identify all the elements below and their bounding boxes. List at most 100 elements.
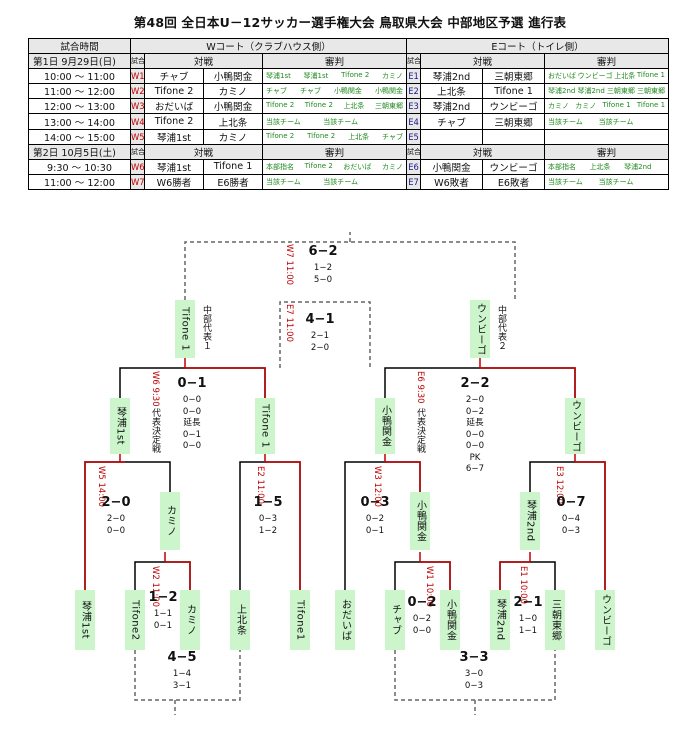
score-w4: 4−5 [167, 650, 197, 665]
score-e4: 3−3 [459, 650, 489, 665]
match-label-e3: E3 12:00 [554, 466, 564, 504]
referee: 琴浦2nd [548, 87, 576, 96]
team-box: おだいば [335, 590, 355, 650]
referee: 小鴨関金 [374, 87, 403, 96]
referee: 当該チーム [548, 117, 583, 126]
team-box: Tifone1 [290, 590, 310, 650]
score-e6: 2−2 [460, 376, 490, 391]
w-match-no: W1 [130, 68, 145, 85]
team-box: 三朝東郷 [545, 590, 565, 650]
team-box-unbigo-mid: ウンビーゴ [565, 398, 585, 454]
referee: 当該チーム [598, 177, 634, 186]
ref-header: 審判 [262, 53, 407, 70]
team-box: 琴浦1st [75, 590, 95, 650]
match-time: 11:00 ～ 12:00 [28, 173, 131, 190]
referee: Tifone 2 [304, 101, 333, 110]
team-box: 小鴨関金 [440, 590, 460, 650]
team-box-kogamo-mid: 小鴨関金 [375, 398, 395, 454]
day2-label: 第2日 10月5日(土) [28, 143, 131, 160]
match-label-w7: W7 11:00 [284, 244, 294, 286]
match-label-e1: E1 10:00 [518, 566, 528, 604]
qualified-right-label: 中部代表２ [496, 305, 506, 350]
team-box-kotoura2nd-mid: 琴浦2nd [520, 492, 540, 550]
match-no-header: 試合# [130, 53, 145, 70]
referee: カミノ [381, 162, 403, 171]
score-w6: 0−1 [177, 376, 207, 391]
referee: 三朝東郷 [637, 87, 666, 96]
match-note-e6: 代表決定戦 [415, 408, 425, 453]
referee: Tifone 2 [304, 161, 333, 170]
day1-label: 第1日 9月29日(日) [28, 53, 131, 70]
team-box-kamino-mid: カミノ [160, 492, 180, 550]
referee: 上北条 [343, 102, 365, 111]
referee: 三朝東郷 [606, 87, 635, 96]
score-w5: 2−0 [101, 495, 131, 510]
referee: Tifone 1 [636, 71, 666, 80]
e-match-no: E3 [406, 98, 421, 115]
ref-header: 審判 [543, 143, 670, 160]
e-referees: 本部指名上北条琴浦2nd [543, 158, 670, 175]
team-box: 上北条 [230, 590, 250, 650]
referee: 当該チーム [266, 177, 301, 186]
referee: カミノ [548, 102, 569, 111]
team-box: 琴浦2nd [490, 590, 510, 650]
day1-header-row: 第1日 9月29日(日) 試合# 対戦 審判 試合# 対戦 審判 [28, 53, 670, 70]
referee: Tifone 2 [307, 131, 336, 140]
e-match-no: E4 [406, 113, 421, 130]
referee: カミノ [381, 72, 403, 81]
score-w1: 0−2 [407, 595, 437, 610]
e-referees: 当該チーム 当該チーム [543, 173, 670, 190]
match-no-header: 試合# [406, 143, 421, 160]
team-box: チャブ [385, 590, 405, 650]
team-box-kogamo-mid2: 小鴨関金 [410, 492, 430, 550]
match-label-e7: E7 11:00 [284, 304, 294, 342]
referee: ウンビーゴ [577, 72, 613, 81]
page-title: 第48回 全日本U－12サッカー選手権大会 鳥取県大会 中部地区予選 進行表 [133, 15, 567, 30]
match-label-w2: W2 11:00 [150, 566, 160, 608]
match-header: 対戦 [144, 53, 263, 70]
w-team-a: W6勝者 [144, 173, 204, 190]
match-header: 対戦 [144, 143, 263, 160]
referee: 琴浦2nd [624, 162, 652, 171]
referee: Tifone 1 [602, 101, 631, 110]
referee: 当該チーム [266, 117, 301, 126]
referee: 当該チーム [598, 117, 634, 126]
referee: カミノ [575, 102, 597, 111]
match-label-w6: W6 9:30 [150, 371, 160, 407]
referee: 小鴨関金 [333, 87, 362, 96]
referee: 上北条 [614, 72, 636, 81]
match-label-e2: E2 11:00 [255, 466, 265, 504]
ref-header: 審判 [262, 143, 407, 160]
referee: Tifone 1 [636, 101, 666, 110]
time-header: 試合時間 [28, 37, 131, 55]
team-box: カミノ [180, 590, 200, 650]
referee: 琴浦1st [303, 72, 329, 81]
match-label-w1: W1 10:00 [424, 566, 434, 608]
team-box: ウンビーゴ [595, 590, 615, 650]
team-box-kotoura1st-mid: 琴浦1st [110, 398, 130, 454]
referee: 当該チーム [323, 117, 359, 126]
referee: おだいば [548, 72, 576, 81]
e-match-no: E1 [406, 68, 421, 85]
referee: 上北条 [589, 162, 611, 171]
referee: Tifone 2 [266, 131, 295, 140]
referee: 当該チーム [548, 177, 583, 186]
